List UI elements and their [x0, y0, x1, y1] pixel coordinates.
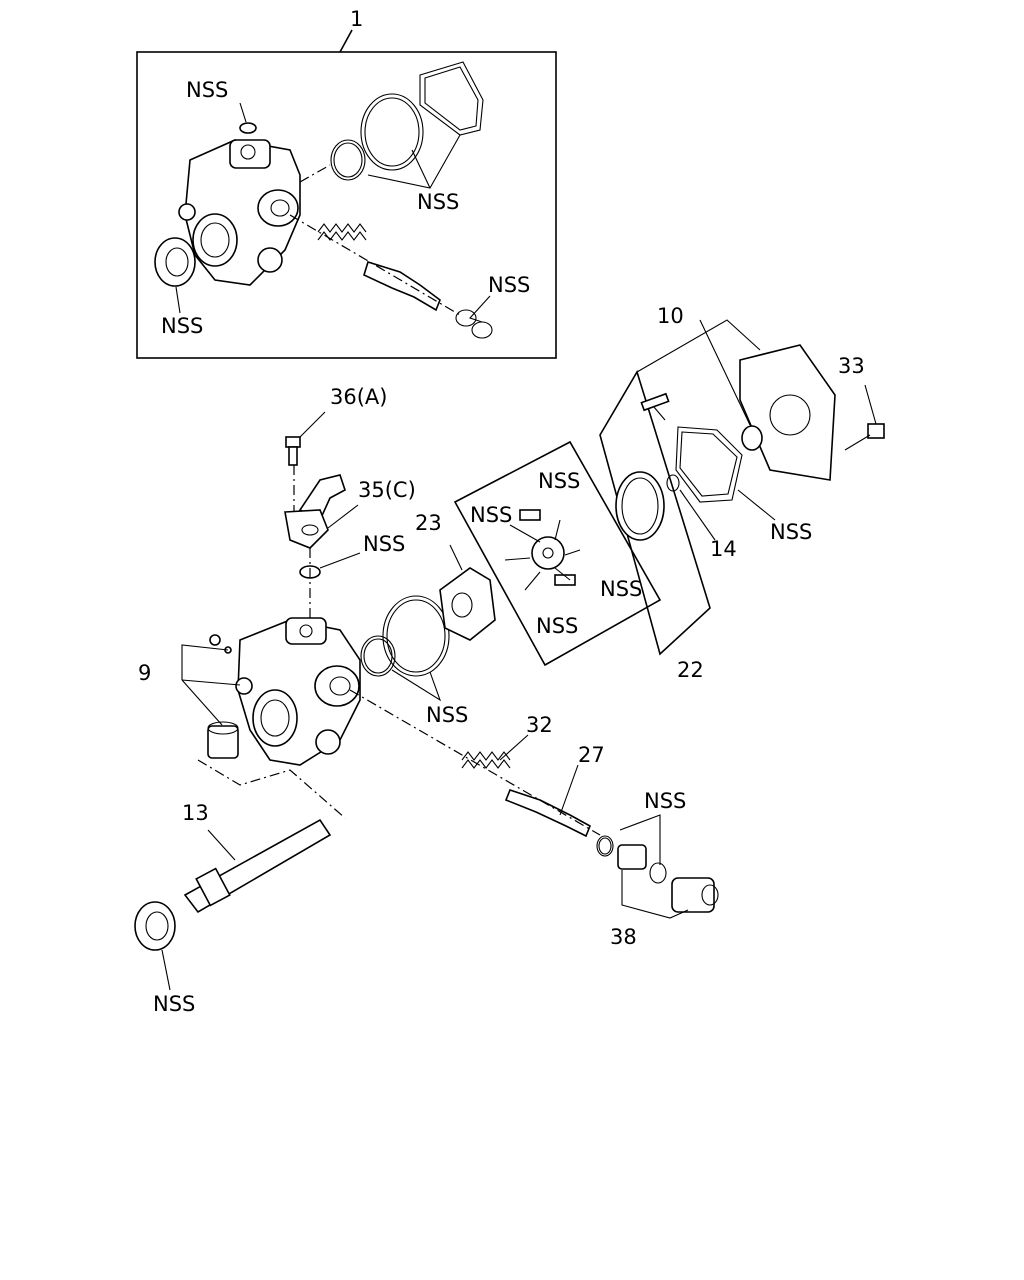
nss-label: NSS [600, 577, 642, 601]
cover-10 [636, 319, 836, 481]
rotor-vanes-box [453, 440, 662, 667]
callout-10: 10 [657, 304, 684, 328]
shaft-13 [183, 818, 332, 914]
inset-pump-body [178, 139, 301, 286]
callout-33: 33 [838, 354, 865, 378]
pump-body-9 [235, 617, 361, 766]
inset-spring [317, 223, 367, 241]
nss-label: NSS [161, 314, 203, 338]
valve-27 [504, 764, 592, 838]
callout-32: 32 [526, 713, 553, 737]
callout-36: 36(A) [330, 385, 387, 409]
callout-35: 35(C) [358, 478, 416, 502]
nss-label: NSS [770, 520, 812, 544]
bolt-36 [285, 411, 326, 466]
callout-1: 1 [350, 7, 363, 31]
union-pipe-35 [284, 474, 359, 549]
callout-9: 9 [138, 661, 151, 685]
pump-assembly-inset [136, 29, 557, 359]
nss-label: NSS [426, 703, 468, 727]
nss-label: NSS [153, 992, 195, 1016]
callout-27: 27 [578, 743, 605, 767]
cam-ring-23 [439, 544, 496, 641]
nss-label: NSS [186, 78, 228, 102]
callout-23: 23 [415, 511, 442, 535]
nss-label: NSS [488, 273, 530, 297]
callout-13: 13 [182, 801, 209, 825]
nss-label: NSS [538, 469, 580, 493]
spring-32 [461, 734, 529, 769]
bolt-33 [844, 384, 885, 451]
nss-label: NSS [644, 789, 686, 813]
nss-label: NSS [470, 503, 512, 527]
nss-label: NSS [417, 190, 459, 214]
connector-38 [671, 877, 719, 913]
callout-22: 22 [677, 658, 704, 682]
nss-label: NSS [363, 532, 405, 556]
callout-38: 38 [610, 925, 637, 949]
nss-label: NSS [536, 614, 578, 638]
group-22 [599, 370, 711, 656]
callout-14: 14 [710, 537, 737, 561]
